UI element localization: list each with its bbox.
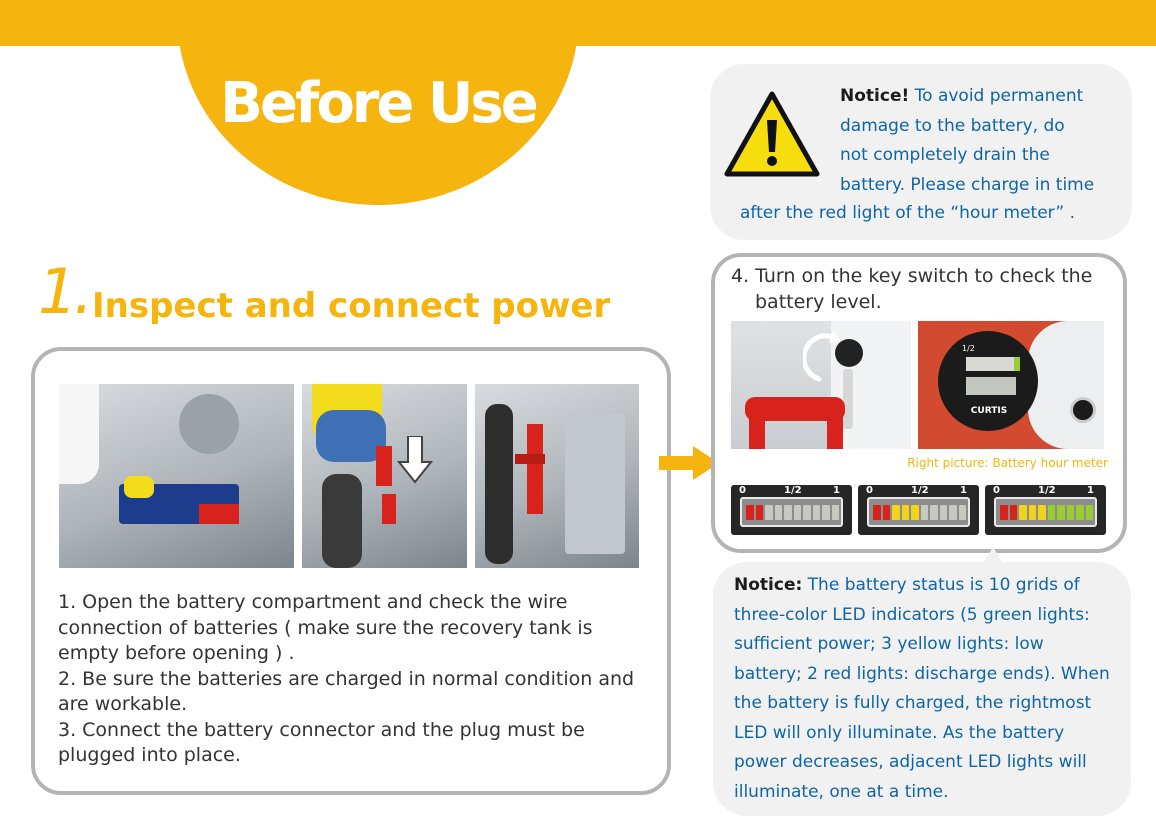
led-segment	[1019, 505, 1027, 520]
photo-caption: Right picture: Battery hour meter	[907, 456, 1108, 470]
warning-sign-icon	[724, 91, 820, 177]
page-title: Before Use	[220, 71, 538, 136]
notice-label: Notice:	[734, 575, 803, 595]
arrow-right-icon	[659, 446, 719, 480]
rotate-arrow-icon	[803, 331, 841, 382]
hour-meter-photo: 1/2 CURTIS	[918, 321, 1104, 449]
led-segment	[873, 505, 881, 520]
notice-bottom-text: Notice: The battery status is 10 grids o…	[734, 575, 1110, 802]
led-segment	[1028, 505, 1036, 520]
led-segment	[1009, 505, 1017, 520]
led-segment	[892, 505, 900, 520]
led-example-red: 0 1/2 1	[731, 485, 852, 535]
meter-brand: CURTIS	[970, 406, 1008, 416]
led-segment	[831, 505, 839, 520]
instruction-list: 1. Open the battery compartment and chec…	[58, 590, 648, 769]
led-segment	[774, 505, 782, 520]
led-segment	[822, 505, 830, 520]
led-segment	[911, 505, 919, 520]
led-segment	[812, 505, 820, 520]
led-segment	[765, 505, 773, 520]
instruction-item: 3. Connect the battery connector and the…	[58, 718, 585, 767]
led-segment	[949, 505, 957, 520]
led-segment	[746, 505, 754, 520]
led-segment	[1066, 505, 1074, 520]
led-segment	[1057, 505, 1065, 520]
step-title: Inspect and connect power	[92, 286, 611, 326]
led-segment	[930, 505, 938, 520]
led-segment	[755, 505, 763, 520]
led-example-green: 0 1/2 1	[985, 485, 1106, 535]
instruction-item: 1. Open the battery compartment and chec…	[58, 591, 593, 664]
led-row	[1000, 505, 1093, 520]
connected-plug-photo	[475, 384, 639, 568]
led-segment	[1047, 505, 1055, 520]
led-example-yellow: 0 1/2 1	[858, 485, 979, 535]
led-row	[873, 505, 966, 520]
meter-half-label: 1/2	[962, 344, 975, 353]
led-segment	[920, 505, 928, 520]
led-segment	[958, 505, 966, 520]
led-segment	[882, 505, 890, 520]
down-arrow-icon	[397, 436, 433, 484]
led-segment	[803, 505, 811, 520]
callout-pointer	[982, 547, 1004, 565]
led-segment	[939, 505, 947, 520]
led-segment	[1000, 505, 1008, 520]
led-segment	[793, 505, 801, 520]
led-segment	[1085, 505, 1093, 520]
notice-label: Notice!	[840, 86, 910, 106]
instruction-item: 2. Be sure the batteries are charged in …	[58, 667, 635, 716]
step4-text: 4. Turn on the key switch to check the b…	[731, 265, 1093, 313]
connector-plug-photo	[302, 384, 467, 568]
notice-panel-bottom	[713, 562, 1131, 816]
led-row	[746, 505, 839, 520]
battery-compartment-photo	[59, 384, 294, 568]
led-segment	[901, 505, 909, 520]
led-segment	[784, 505, 792, 520]
key-switch-photo	[731, 321, 911, 449]
notice-top-last-line: after the red light of the “hour meter” …	[740, 203, 1075, 223]
led-segment	[1038, 505, 1046, 520]
step-number: 1.	[38, 255, 93, 328]
notice-top-text: Notice! To avoid permanent damage to the…	[840, 86, 1095, 195]
led-segment	[1076, 505, 1084, 520]
